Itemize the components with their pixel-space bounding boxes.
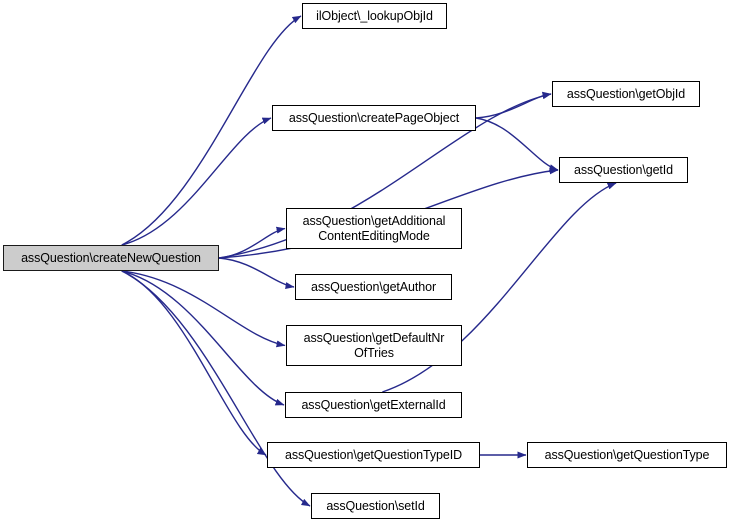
edge-createNewQuestion-to-getAdditionalContentEditingMode bbox=[218, 226, 286, 259]
graph-node-label: assQuestion\getAdditional ContentEditing… bbox=[302, 213, 446, 243]
edge-createNewQuestion-to-setId bbox=[121, 270, 311, 507]
graph-node-getQuestionTypeID[interactable]: assQuestion\getQuestionTypeID bbox=[267, 442, 480, 468]
graph-node-label: assQuestion\createPageObject bbox=[288, 110, 460, 125]
graph-node-label: assQuestion\getQuestionType bbox=[544, 447, 710, 462]
graph-node-getAdditionalContentEditingMode[interactable]: assQuestion\getAdditional ContentEditing… bbox=[286, 208, 462, 249]
graph-node-getQuestionType[interactable]: assQuestion\getQuestionType bbox=[527, 442, 727, 468]
graph-node-createNewQuestion[interactable]: assQuestion\createNewQuestion bbox=[3, 245, 219, 271]
edge-createNewQuestion-to-getDefaultNrOfTries bbox=[121, 270, 286, 348]
graph-node-label: assQuestion\getDefaultNr OfTries bbox=[303, 330, 445, 360]
graph-node-label: ilObject\_lookupObjId bbox=[316, 8, 433, 23]
edge-createNewQuestion-to-createPageObject bbox=[121, 117, 272, 246]
graph-node-getExternalId[interactable]: assQuestion\getExternalId bbox=[285, 392, 462, 418]
graph-node-getId[interactable]: assQuestion\getId bbox=[559, 157, 688, 183]
edge-layer bbox=[121, 15, 617, 507]
graph-node-createPageObject[interactable]: assQuestion\createPageObject bbox=[272, 105, 476, 131]
graph-node-label: assQuestion\createNewQuestion bbox=[21, 250, 201, 265]
graph-node-getDefaultNrOfTries[interactable]: assQuestion\getDefaultNr OfTries bbox=[286, 325, 462, 366]
graph-node-label: assQuestion\getObjId bbox=[566, 86, 686, 101]
graph-node-getAuthor[interactable]: assQuestion\getAuthor bbox=[295, 274, 452, 300]
edge-createNewQuestion-to-lookupObjId bbox=[121, 15, 302, 246]
graph-node-label: assQuestion\getQuestionTypeID bbox=[284, 447, 463, 462]
edge-createPageObject-to-getObjId bbox=[475, 91, 552, 119]
edge-createPageObject-to-getId bbox=[475, 117, 559, 172]
graph-node-setId[interactable]: assQuestion\setId bbox=[311, 493, 440, 519]
edge-createNewQuestion-to-getObjId bbox=[218, 92, 552, 259]
edge-getExternalId-to-getId bbox=[382, 182, 617, 393]
graph-node-label: assQuestion\getId bbox=[573, 162, 674, 177]
graph-node-label: assQuestion\getAuthor bbox=[310, 279, 437, 294]
graph-node-label: assQuestion\setId bbox=[326, 498, 425, 513]
graph-node-getObjId[interactable]: assQuestion\getObjId bbox=[552, 81, 700, 107]
edge-createNewQuestion-to-getQuestionTypeID bbox=[121, 270, 267, 456]
graph-node-lookupObjId[interactable]: ilObject\_lookupObjId bbox=[302, 3, 447, 29]
edge-createNewQuestion-to-getAuthor bbox=[218, 257, 295, 290]
graph-node-label: assQuestion\getExternalId bbox=[301, 397, 446, 412]
edge-createNewQuestion-to-getExternalId bbox=[121, 270, 285, 406]
